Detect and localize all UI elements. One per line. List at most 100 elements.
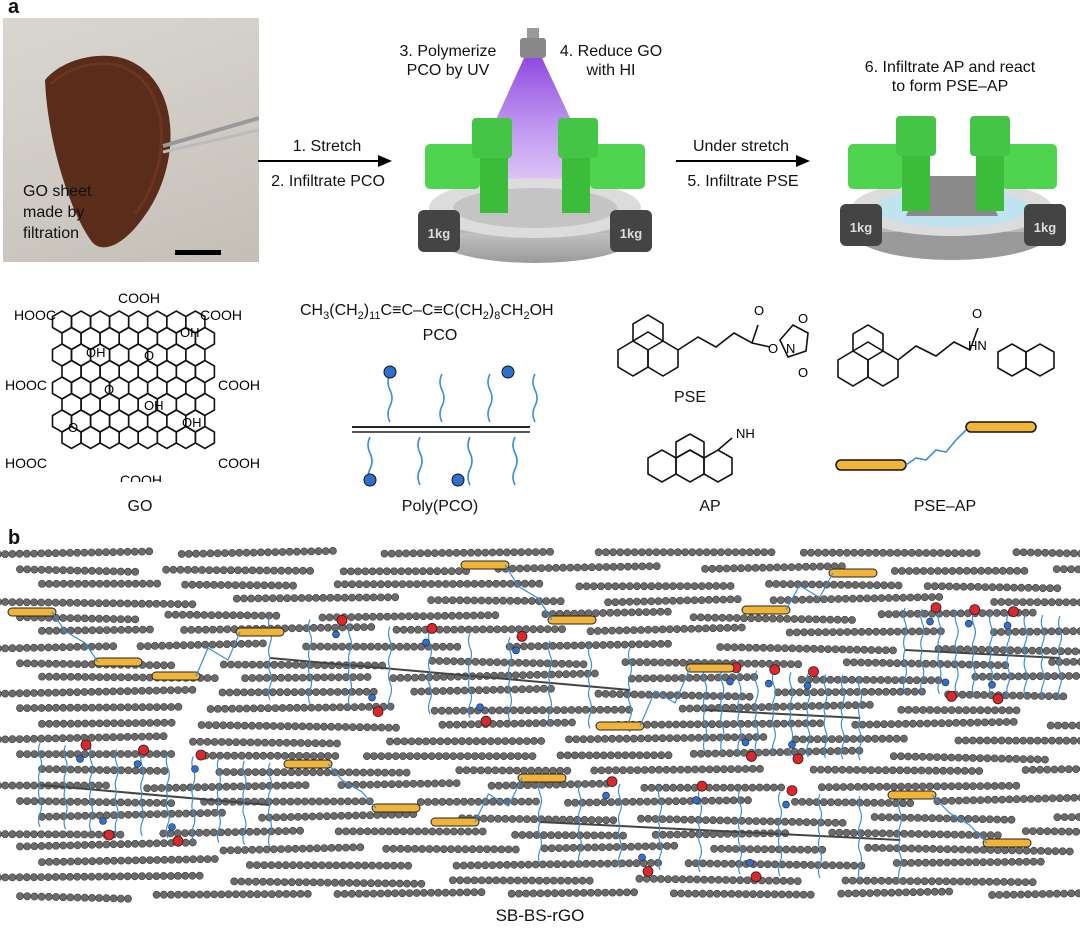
arrow2-top-label: Under stretch [692,138,790,155]
go-cooh-r2: COOH [218,377,260,393]
arrow1-top-label: 1. Stretch [292,138,362,155]
graphene-sheet [245,861,413,870]
go-o-3: O [68,420,78,435]
graphene-sheet [38,579,162,588]
graphene-sheet [864,843,1074,856]
go-sheet-illustration [45,55,259,248]
graphene-sheet [841,876,1037,887]
graphene-sheet [785,627,945,637]
go-cooh-r1: COOH [200,307,242,323]
graphene-sheet [0,830,125,839]
pse-o-4: O [798,365,808,380]
go-structure: COOH COOH HOOC HOOC COOH HOOC COOH COOH … [5,290,260,482]
pse-ap-bridge [460,560,597,625]
graphene-sheet [427,596,565,606]
pse-ap-bridge [887,790,1032,848]
pse-n: N [786,341,795,356]
pse-o-1: O [754,303,764,318]
graphene-sheet [162,565,314,575]
graphene-sheet [458,814,618,825]
go-hooc-l1: HOOC [14,307,56,323]
graphene-sheet [837,887,954,898]
graphene-sheet [851,717,1018,729]
photo-caption: GO sheet made by filtration [23,183,92,242]
graphene-sheet [410,684,555,696]
go-hooc-l2: HOOC [5,377,47,393]
graphene-sheet [218,687,378,697]
graphene-sheet [637,814,847,827]
pse-ap-bridge [430,773,567,827]
graphene-sheet [890,566,1029,575]
graphene-sheet [448,876,594,885]
graphene-sheet [230,877,426,888]
poly-pco-chain [537,776,903,883]
pse-ap-label: PSE–AP [913,498,977,515]
graphene-sheet [944,690,1068,701]
pse-ap-amide: HN [968,338,987,353]
sb-bs-rgo-schematic [0,546,1080,903]
pse-o-2: O [768,341,778,356]
graphene-sheet [392,625,566,634]
graphene-sheet [16,838,197,851]
go-sheet-photo: GO sheet made by filtration [3,18,259,262]
graphene-sheet [556,751,673,760]
graphene-sheet [1012,548,1080,558]
graphene-sheet [232,593,400,603]
graphene-sheet [136,639,267,651]
graphene-sheet [386,737,546,746]
graphene-sheet [164,610,281,620]
poly-pco-structure [352,365,538,487]
weight-label-right-2: 1kg [1034,220,1056,235]
graphene-sheet [334,827,487,836]
graphene-sheet [870,813,1016,824]
graphene-sheet [333,579,544,589]
pse-ap-bridge [151,627,285,681]
arrow2-bottom-label: 5. Infiltrate PSE [687,173,799,190]
graphene-sheet [428,656,588,669]
go-cooh-bottom: COOH [120,472,162,482]
pse-o-3: O [798,311,808,326]
graphene-sheet [1046,721,1080,730]
graphene-sheet [842,658,1010,670]
stretching-device-uv: 1kg 1kg [418,28,652,263]
ap-structure: NH [647,426,755,483]
graphene-sheet [627,673,759,683]
graphene-sheet [438,718,576,729]
graphene-sheet [219,660,387,670]
weight-label-left-2: 1kg [850,220,872,235]
graphene-sheet [540,841,679,853]
graphene-sheet [575,582,735,591]
graphene-sheet [897,705,1021,715]
arrow-1 [258,155,392,167]
graphene-sheet [362,752,537,760]
graphene-sheet [258,810,418,822]
graphene-sheet [954,736,1080,745]
graphene-sheet [206,702,395,713]
pse-structure: O O N O O [617,303,809,380]
graphene-sheet [38,808,226,821]
graphene-sheet [152,889,312,899]
go-oh-4: OH [182,415,202,430]
pse-ap-bridge [283,759,421,813]
graphene-sheet [792,734,908,744]
graphene-sheet [635,874,802,885]
graphene-sheet [452,858,662,870]
graphene-sheet [988,889,1080,899]
go-oh-1: OH [180,325,200,340]
graphene-sheet [16,565,140,576]
panel-a-letter: a [8,0,20,18]
graphene-sheet [923,582,1062,593]
graphene-sheet [990,598,1080,607]
graphene-sheet [143,781,310,793]
graphene-sheet [689,613,856,624]
graphene-sheet [38,855,219,866]
pse-ap-schematic [835,421,1037,471]
graphene-sheet [0,685,197,698]
graphene-sheet [177,546,337,558]
graphene-sheet [197,721,400,732]
graphene-sheet [159,826,304,838]
graphene-sheet [241,673,372,682]
graphene-sheet [416,797,540,806]
ap-amine: NH [736,426,755,441]
